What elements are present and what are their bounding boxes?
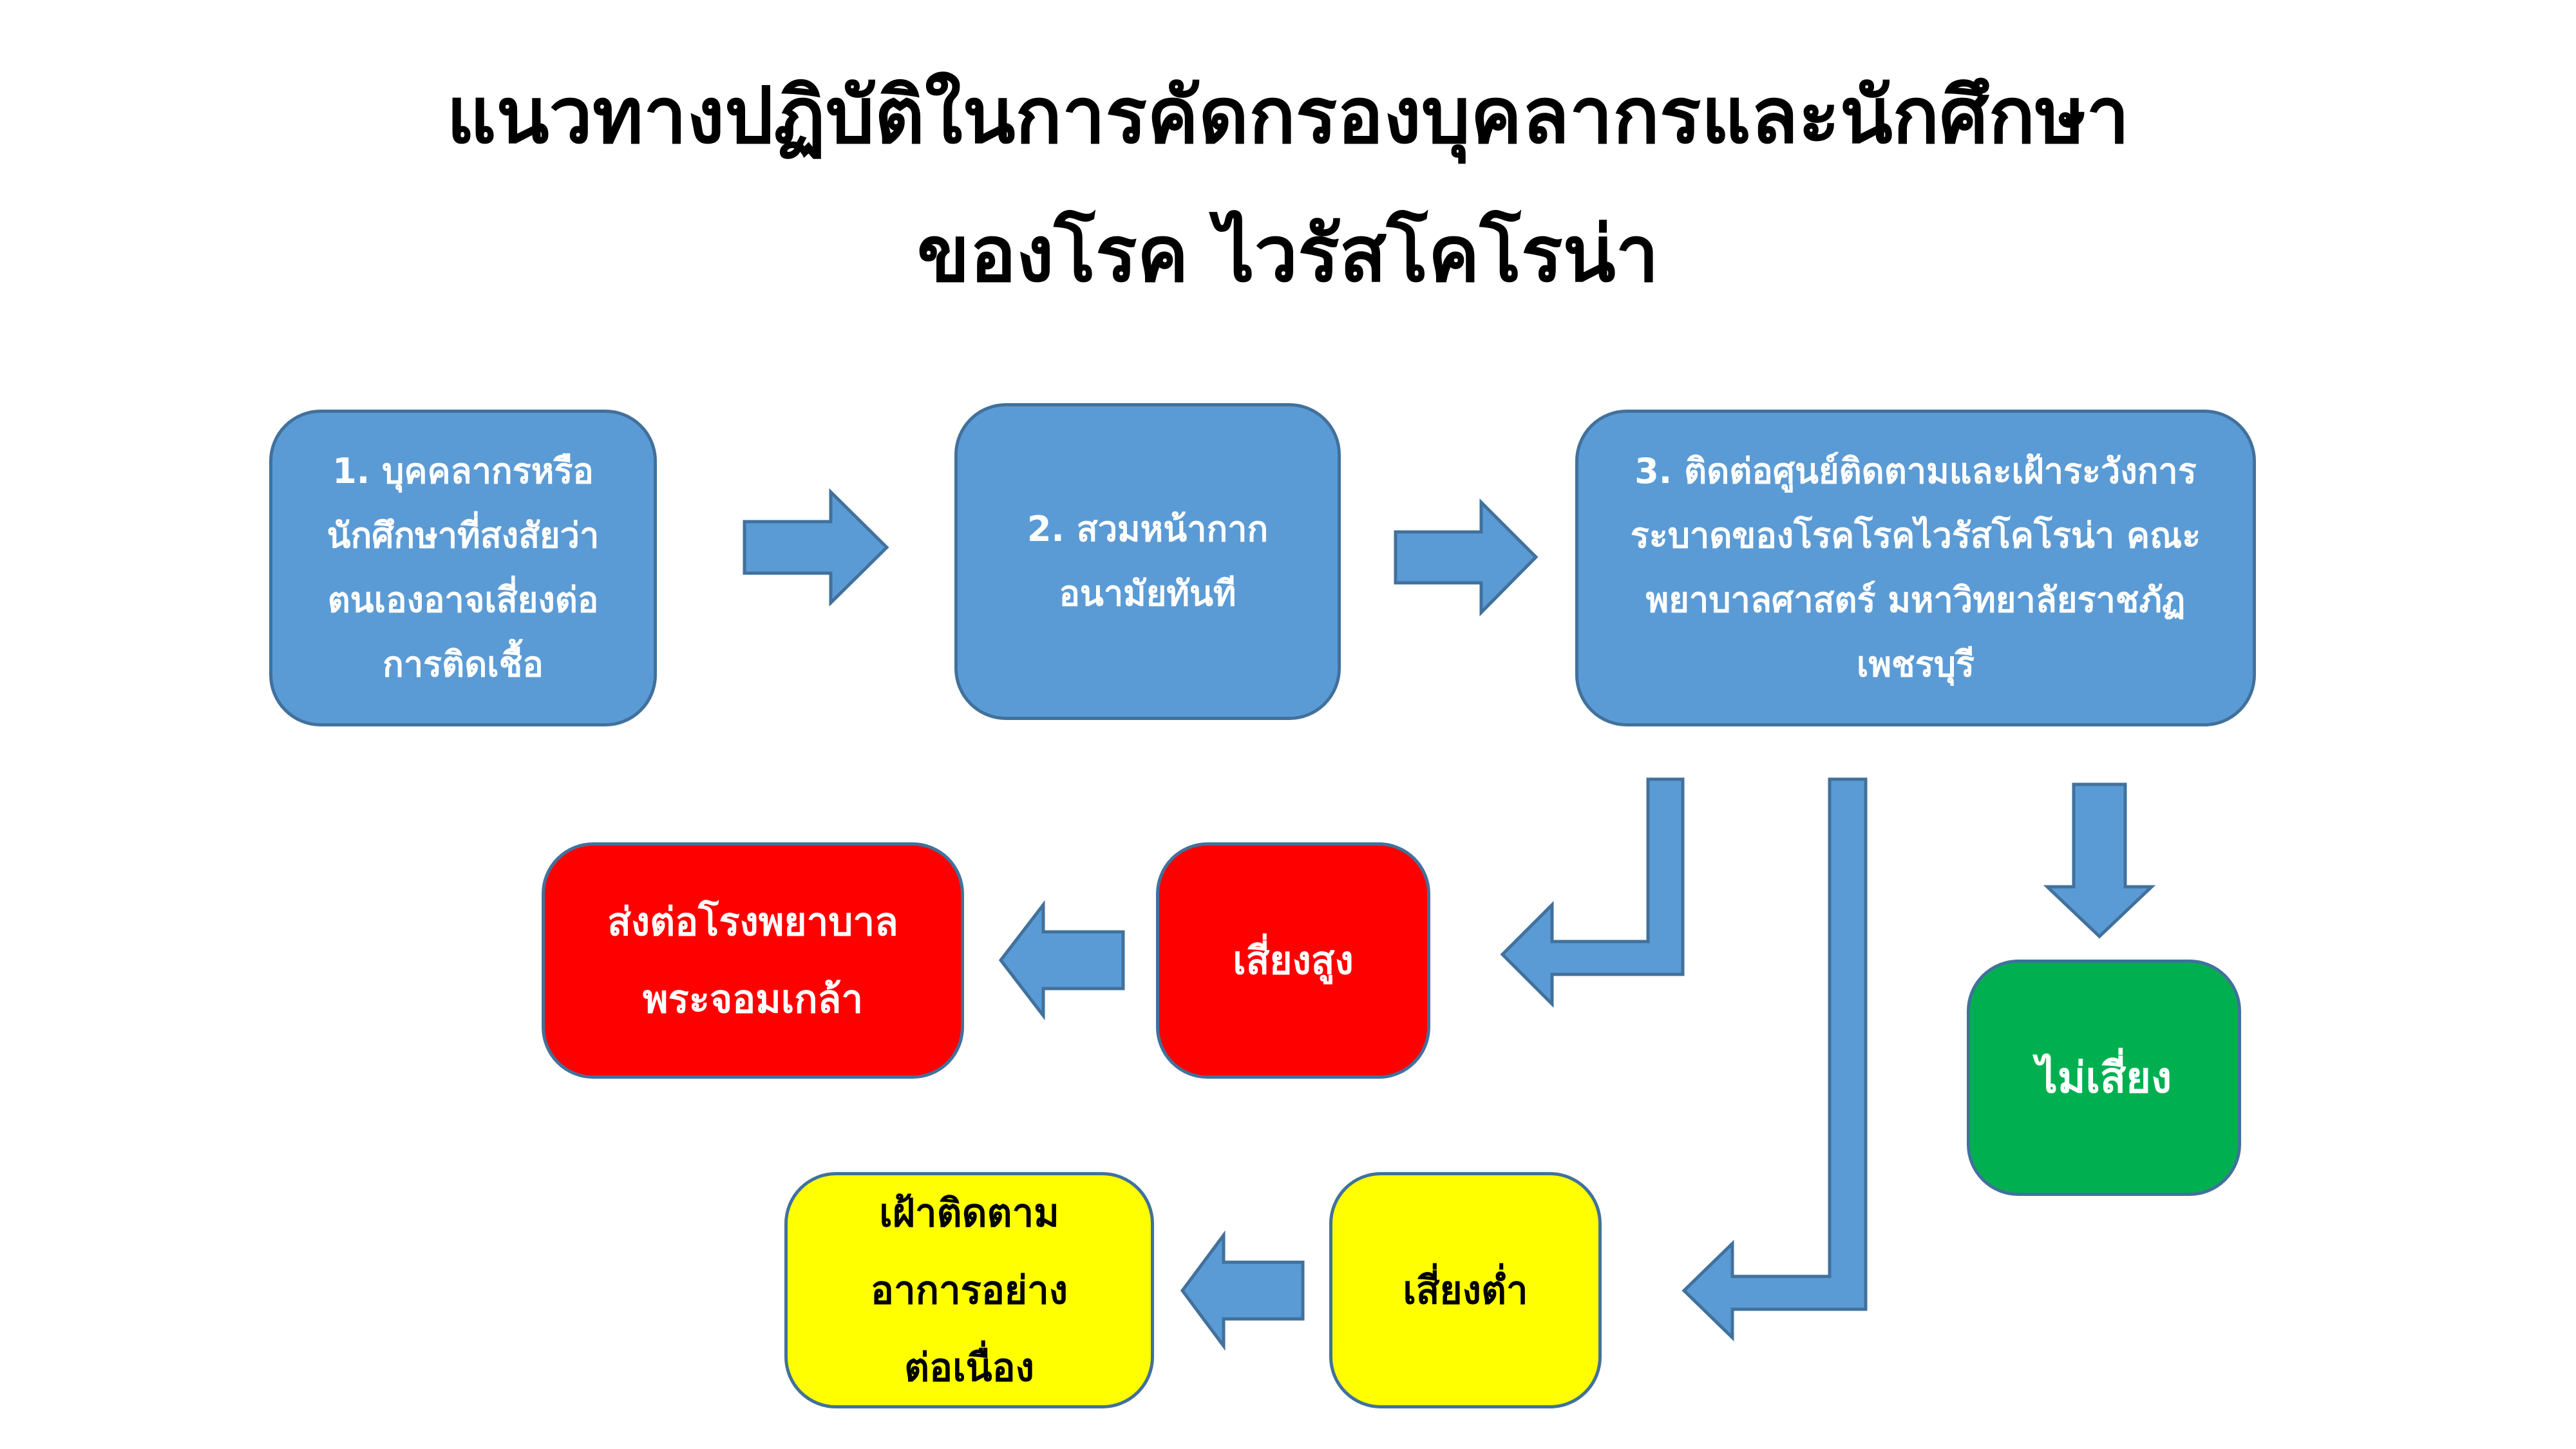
arrow-left-refer [998, 900, 1125, 1021]
no-risk-label: ไม่เสี่ยง [2036, 1052, 2172, 1103]
monitor-line: ต่อเนื่อง [904, 1345, 1034, 1390]
step-2-line: 2. สวมหน้ากาก [1027, 509, 1269, 549]
arrow-down [2043, 782, 2156, 939]
step-1-line: การติดเชื้อ [383, 644, 544, 685]
step-2-line: อนามัยทันที [1059, 573, 1236, 614]
monitor-line: เฝ้าติดตาม [879, 1190, 1059, 1236]
arrow-right-2 [1394, 498, 1539, 617]
monitor-line: อาการอย่าง [870, 1267, 1068, 1313]
title-line-1: แนวทางปฏิบัติในการคัดกรองบุคลากรและนักศึ… [446, 70, 2130, 161]
step-1-line: นักศึกษาที่สงสัยว่า [327, 515, 600, 556]
refer-line: พระจอมเกล้า [642, 976, 864, 1022]
low-risk-box: เสี่ยงต่ำ [1329, 1172, 1602, 1408]
step-3-box: 3. ติดต่อศูนย์ติดตามและเฝ้าระวังการ ระบา… [1575, 410, 2256, 726]
low-risk-label: เสี่ยงต่ำ [1403, 1267, 1528, 1313]
refer-hospital-box: ส่งต่อโรงพยาบาล พระจอมเกล้า [542, 842, 964, 1079]
step-3-line: 3. ติดต่อศูนย์ติดตามและเฝ้าระวังการ [1634, 451, 2197, 491]
high-risk-box: เสี่ยงสูง [1156, 842, 1430, 1079]
no-risk-box: ไม่เสี่ยง [1967, 960, 2241, 1196]
arrow-left-monitor [1180, 1230, 1305, 1351]
step-1-line: 1. บุคคลากรหรือ [332, 451, 594, 491]
step-3-line: พยาบาลศาสตร์ มหาวิทยาลัยราชภัฏ [1645, 580, 2186, 620]
step-2-box: 2. สวมหน้ากาก อนามัยทันที [954, 403, 1341, 720]
monitor-box: เฝ้าติดตาม อาการอย่าง ต่อเนื่อง [784, 1172, 1154, 1408]
refer-line: ส่งต่อโรงพยาบาล [607, 899, 898, 945]
high-risk-label: เสี่ยงสูง [1233, 938, 1354, 983]
step-1-line: ตนเองอาจเสี่ยงต่อ [327, 580, 599, 620]
step-3-line: เพชรบุรี [1857, 644, 1975, 685]
arrow-bent-low [1681, 777, 1868, 1341]
arrow-right-1 [743, 488, 889, 607]
title-line-2: ของโรค ไวรัสโคโรน่า [916, 209, 1660, 299]
step-3-line: ระบาดของโรคโรคไวรัสโคโรน่า คณะ [1630, 515, 2201, 556]
step-1-box: 1. บุคคลากรหรือ นักศึกษาที่สงสัยว่า ตนเอ… [269, 410, 657, 726]
arrow-bent-high [1500, 777, 1685, 1009]
